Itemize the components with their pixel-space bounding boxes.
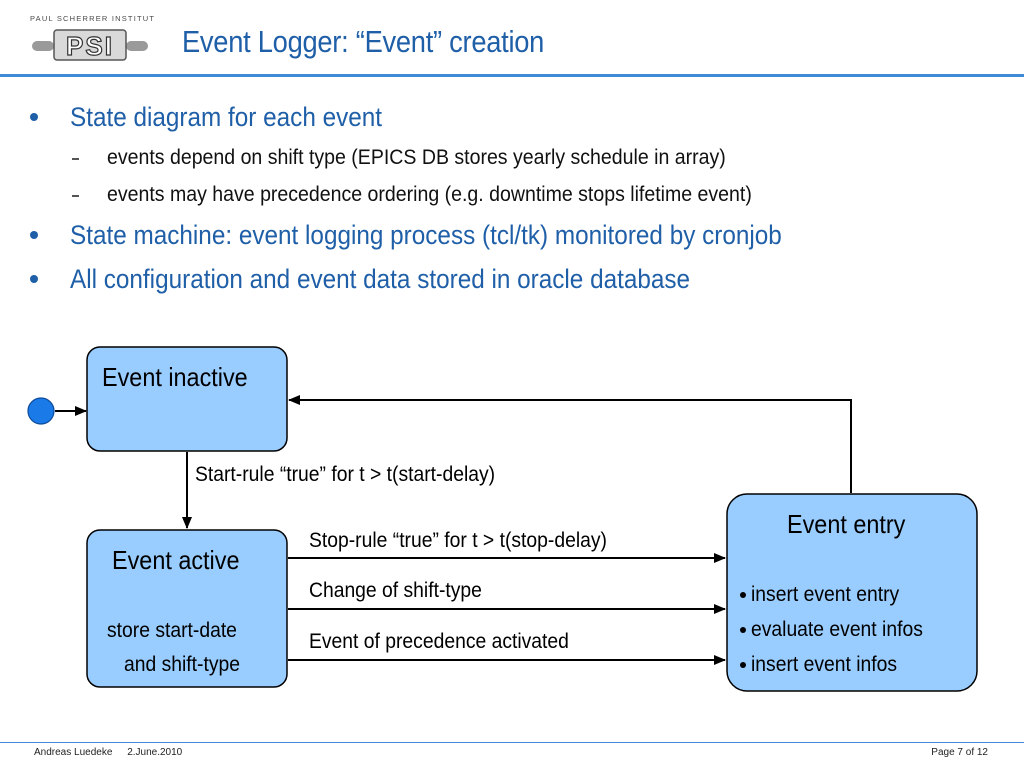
entry-item: insert event entry <box>740 583 912 607</box>
entry-item-text: insert event infos <box>751 653 898 676</box>
bullet-text: All configuration and event data stored … <box>70 264 691 294</box>
entry-item: evaluate event infos <box>740 618 938 642</box>
bullet-text: State diagram for each event <box>70 102 383 132</box>
entry-item: insert event infos <box>740 653 910 677</box>
state-event-active <box>86 529 288 688</box>
sub-bullet-item: events depend on shift type (EPICS DB st… <box>30 146 1010 183</box>
bullet-dot-icon <box>30 231 38 239</box>
entry-bullet-icon <box>740 627 746 634</box>
state-event-entry <box>726 493 978 692</box>
entry-bullet-icon <box>740 662 746 669</box>
sub-bullet-dash-icon <box>72 195 79 197</box>
footer-date: 2.June.2010 <box>127 747 183 758</box>
footer-page-number: Page 7 of 12 <box>931 747 988 758</box>
start-rule-label: Start-rule “true” for t > t(start-delay) <box>195 463 496 486</box>
entry-item-text: insert event entry <box>751 583 900 606</box>
entry-item-text: evaluate event infos <box>751 618 923 641</box>
page-title: Event Logger: “Event” creation <box>182 24 545 59</box>
psi-logo: PAUL SCHERRER INSTITUT PSI <box>30 14 156 66</box>
bullet-text: State machine: event logging process (tc… <box>70 220 782 250</box>
logo-mark-text: PSI <box>66 31 114 61</box>
sub-bullet-text: events may have precedence ordering (e.g… <box>107 183 752 206</box>
precedence-label: Event of precedence activated <box>309 630 569 653</box>
bullet-item: All configuration and event data stored … <box>30 264 1010 308</box>
footer-left: Andreas Luedeke 2.June.2010 <box>34 747 182 758</box>
psi-logo-mark: PSI <box>32 29 148 62</box>
initial-state-dot <box>27 397 55 425</box>
state-inactive-title: Event inactive <box>102 362 248 392</box>
bullet-dot-icon <box>30 275 38 283</box>
sub-bullet-item: events may have precedence ordering (e.g… <box>30 183 1010 220</box>
state-entry-title: Event entry <box>787 509 906 539</box>
shift-change-label: Change of shift-type <box>309 579 482 602</box>
sub-bullet-dash-icon <box>72 158 79 160</box>
entry-bullet-icon <box>740 592 746 599</box>
footer-author: Andreas Luedeke <box>34 747 113 758</box>
bullet-item: State diagram for each event <box>30 102 1010 146</box>
sub-bullet-text: events depend on shift type (EPICS DB st… <box>107 146 726 169</box>
footer-divider <box>0 742 1024 743</box>
state-active-line: store start-date <box>107 619 237 642</box>
state-active-title: Event active <box>112 545 240 575</box>
header-divider <box>0 74 1024 77</box>
bullet-item: State machine: event logging process (tc… <box>30 220 1010 264</box>
state-event-inactive <box>86 346 288 452</box>
return-to-inactive-arrow <box>288 395 852 493</box>
logo-caption: PAUL SCHERRER INSTITUT <box>30 14 156 23</box>
bullet-dot-icon <box>30 113 38 121</box>
bullet-list: State diagram for each event events depe… <box>30 102 1010 308</box>
stop-rule-label: Stop-rule “true” for t > t(stop-delay) <box>309 529 607 552</box>
state-active-line: and shift-type <box>124 653 240 676</box>
